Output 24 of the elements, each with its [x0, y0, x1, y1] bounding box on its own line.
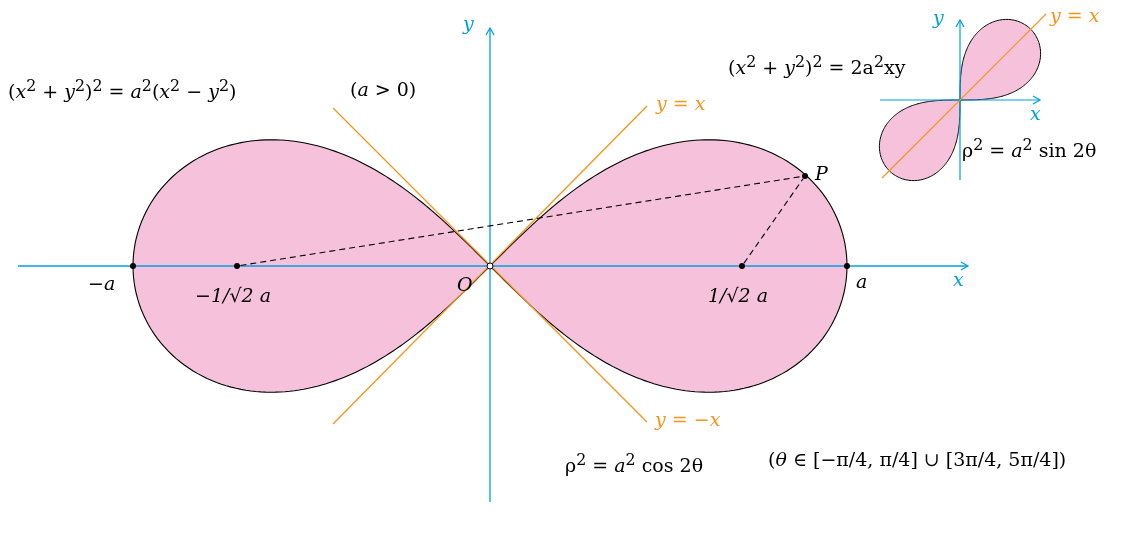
point-marker	[739, 263, 745, 269]
point-label: −a	[88, 272, 116, 295]
equation-text: (x$^{2}$ + y$^{2}$)$^{2}$ = 2a$^{2}$xy	[728, 52, 906, 80]
dashed-line	[239, 176, 803, 266]
point-label: P	[815, 162, 828, 185]
line-label: y = x	[1050, 4, 1100, 27]
equation-text: (x$^{2}$ + y$^{2}$)$^{2}$ = a$^{2}$(x$^{2}$ − y$^{2}$)	[8, 76, 237, 104]
equation-text: ρ$^{2}$ = a$^{2}$ sin 2θ	[962, 135, 1097, 163]
axis-label: y	[463, 12, 474, 35]
line-label: y = −x	[655, 408, 721, 431]
line-label: y = x	[656, 92, 706, 115]
point-marker	[234, 263, 240, 269]
point-label: 1/√2 a	[708, 284, 769, 307]
point-label: O	[457, 273, 473, 296]
point-marker	[802, 173, 808, 179]
point-label: −1/√2 a	[195, 284, 271, 307]
condition-text: (a > 0)	[350, 78, 417, 101]
dashed-line	[743, 178, 804, 264]
condition-text: (θ ∈ [−π/4, π/4] ∪ [3π/4, 5π/4])	[768, 448, 1067, 471]
equation-text: ρ$^{2}$ = a$^{2}$ cos 2θ	[565, 450, 704, 478]
point-label: a	[856, 270, 868, 293]
axis-label: x	[953, 268, 964, 291]
axis-label: x	[1030, 102, 1041, 125]
axis-label: y	[933, 6, 944, 29]
